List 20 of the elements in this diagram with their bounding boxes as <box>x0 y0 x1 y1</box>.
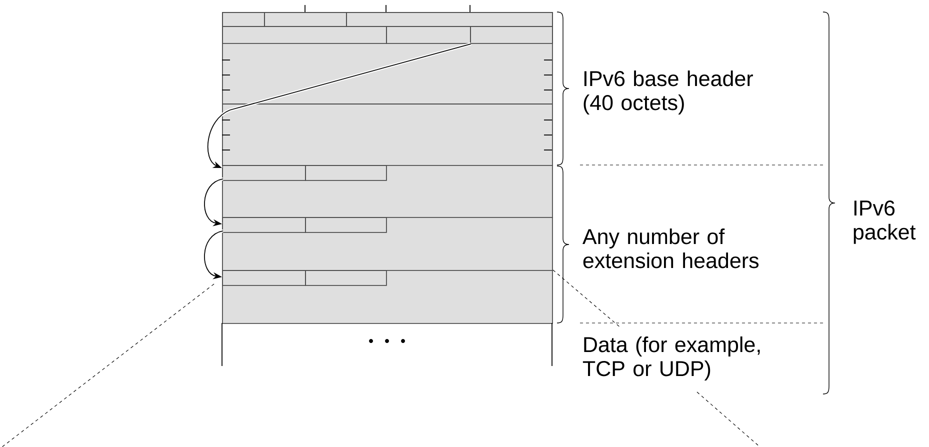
header-field <box>222 165 306 181</box>
extension-header-box <box>222 270 553 324</box>
arrow <box>207 42 472 170</box>
header-field <box>305 165 387 181</box>
label: IPv6 base header (40 octets) <box>584 70 753 114</box>
header-field <box>386 26 471 44</box>
header-field <box>222 217 306 233</box>
header-field <box>470 26 553 44</box>
header-field <box>264 12 347 27</box>
label: Data (for example, TCP or UDP) <box>582 336 760 380</box>
header-field <box>305 270 387 286</box>
header-field <box>222 26 387 44</box>
header-field <box>305 217 387 233</box>
header-field <box>346 12 553 27</box>
extension-header-box <box>222 165 553 218</box>
label: Any number of extension headers <box>582 228 759 268</box>
extension-header-box <box>222 217 553 271</box>
label: IPv6 packet <box>854 200 916 244</box>
header-field <box>222 270 306 286</box>
header-field <box>222 12 265 27</box>
